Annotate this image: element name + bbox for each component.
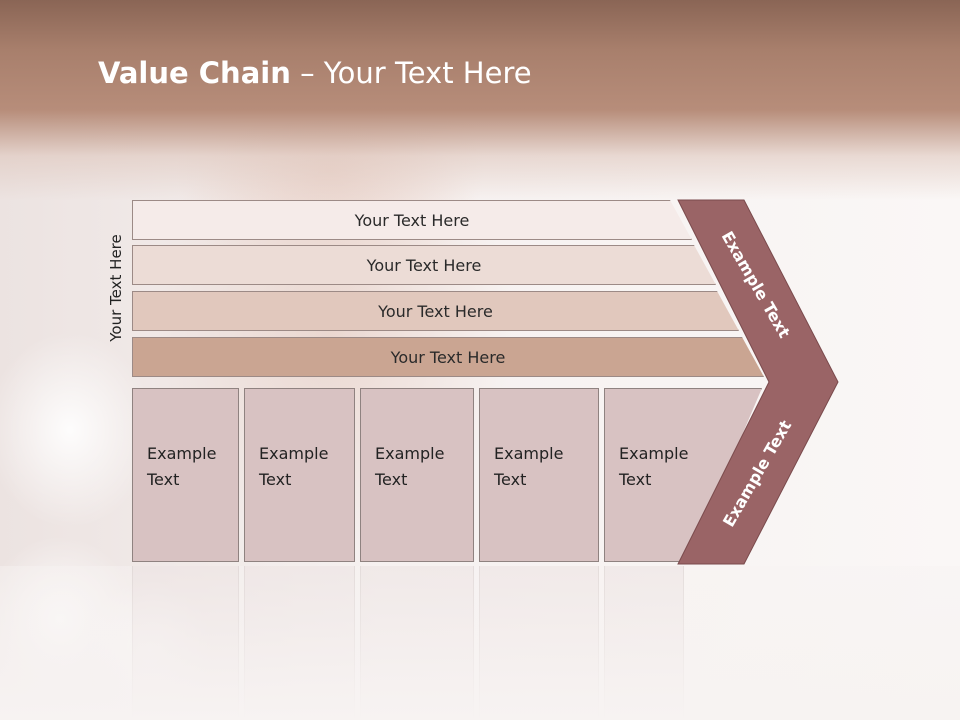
title-bold: Value Chain bbox=[98, 56, 291, 90]
slide-title: Value Chain – Your Text Here bbox=[98, 56, 532, 90]
title-rest: – Your Text Here bbox=[290, 56, 532, 90]
support-row-4: Your Text Here bbox=[132, 337, 764, 377]
support-row-1: Your Text Here bbox=[132, 200, 692, 240]
support-row-2: Your Text Here bbox=[132, 245, 716, 285]
side-label: Your Text Here bbox=[107, 234, 125, 342]
support-row-3: Your Text Here bbox=[132, 291, 739, 331]
header-band bbox=[0, 0, 960, 200]
